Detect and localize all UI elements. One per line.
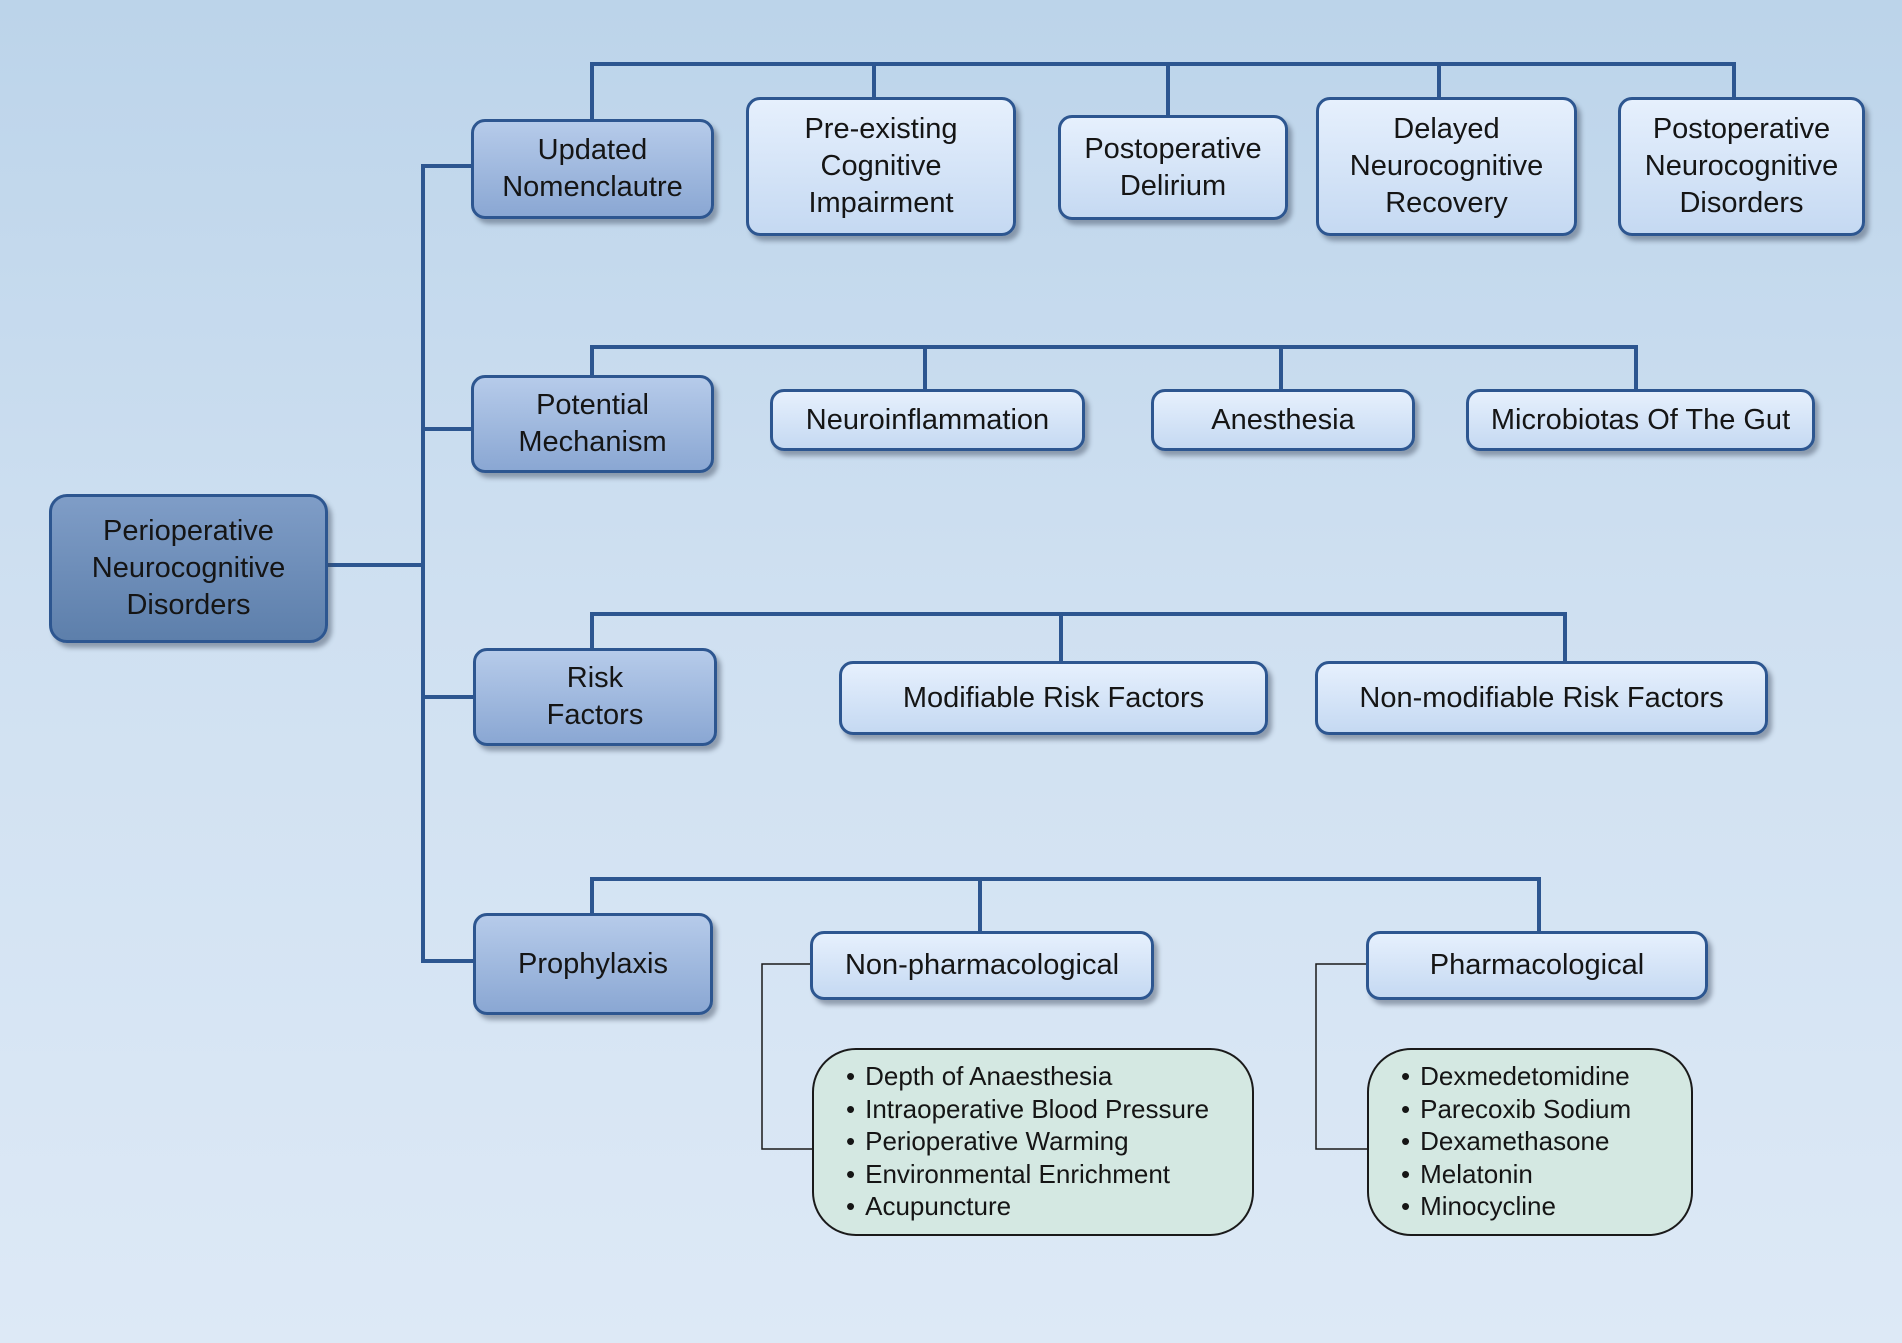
node-postoperative-neurocognitive-disorders: Postoperative Neurocognitive Disorders <box>1618 97 1865 236</box>
list-item: Melatonin <box>1401 1158 1691 1191</box>
list-item: Environmental Enrichment <box>846 1158 1252 1191</box>
node-prophylaxis: Prophylaxis <box>473 913 713 1015</box>
node-pre-existing-cognitive-impairment: Pre-existing Cognitive Impairment <box>746 97 1016 236</box>
list-item: Intraoperative Blood Pressure <box>846 1093 1252 1126</box>
list-item: Perioperative Warming <box>846 1125 1252 1158</box>
pharmacological-list: Dexmedetomidine Parecoxib Sodium Dexamet… <box>1367 1048 1693 1236</box>
connector-pharm-list <box>1315 963 1367 1150</box>
node-microbiotas-of-the-gut: Microbiotas Of The Gut <box>1466 389 1815 451</box>
node-modifiable-risk-factors: Modifiable Risk Factors <box>839 661 1268 735</box>
node-postoperative-delirium: Postoperative Delirium <box>1058 115 1288 220</box>
list-item: Depth of Anaesthesia <box>846 1060 1252 1093</box>
node-neuroinflammation: Neuroinflammation <box>770 389 1085 451</box>
node-pharmacological: Pharmacological <box>1366 931 1708 1000</box>
node-anesthesia: Anesthesia <box>1151 389 1415 451</box>
node-delayed-neurocognitive-recovery: Delayed Neurocognitive Recovery <box>1316 97 1577 236</box>
connector-non-pharm-list <box>761 963 812 1150</box>
list-item: Dexmedetomidine <box>1401 1060 1691 1093</box>
node-potential-mechanism: Potential Mechanism <box>471 375 714 473</box>
root-node: Perioperative Neurocognitive Disorders <box>49 494 328 643</box>
list-item: Acupuncture <box>846 1190 1252 1223</box>
node-non-modifiable-risk-factors: Non-modifiable Risk Factors <box>1315 661 1768 735</box>
list-item: Minocycline <box>1401 1190 1691 1223</box>
node-updated-nomenclature: Updated Nomenclautre <box>471 119 714 219</box>
node-risk-factors: Risk Factors <box>473 648 717 746</box>
node-non-pharmacological: Non-pharmacological <box>810 931 1154 1000</box>
list-item: Parecoxib Sodium <box>1401 1093 1691 1126</box>
non-pharmacological-list: Depth of Anaesthesia Intraoperative Bloo… <box>812 1048 1254 1236</box>
list-item: Dexamethasone <box>1401 1125 1691 1158</box>
